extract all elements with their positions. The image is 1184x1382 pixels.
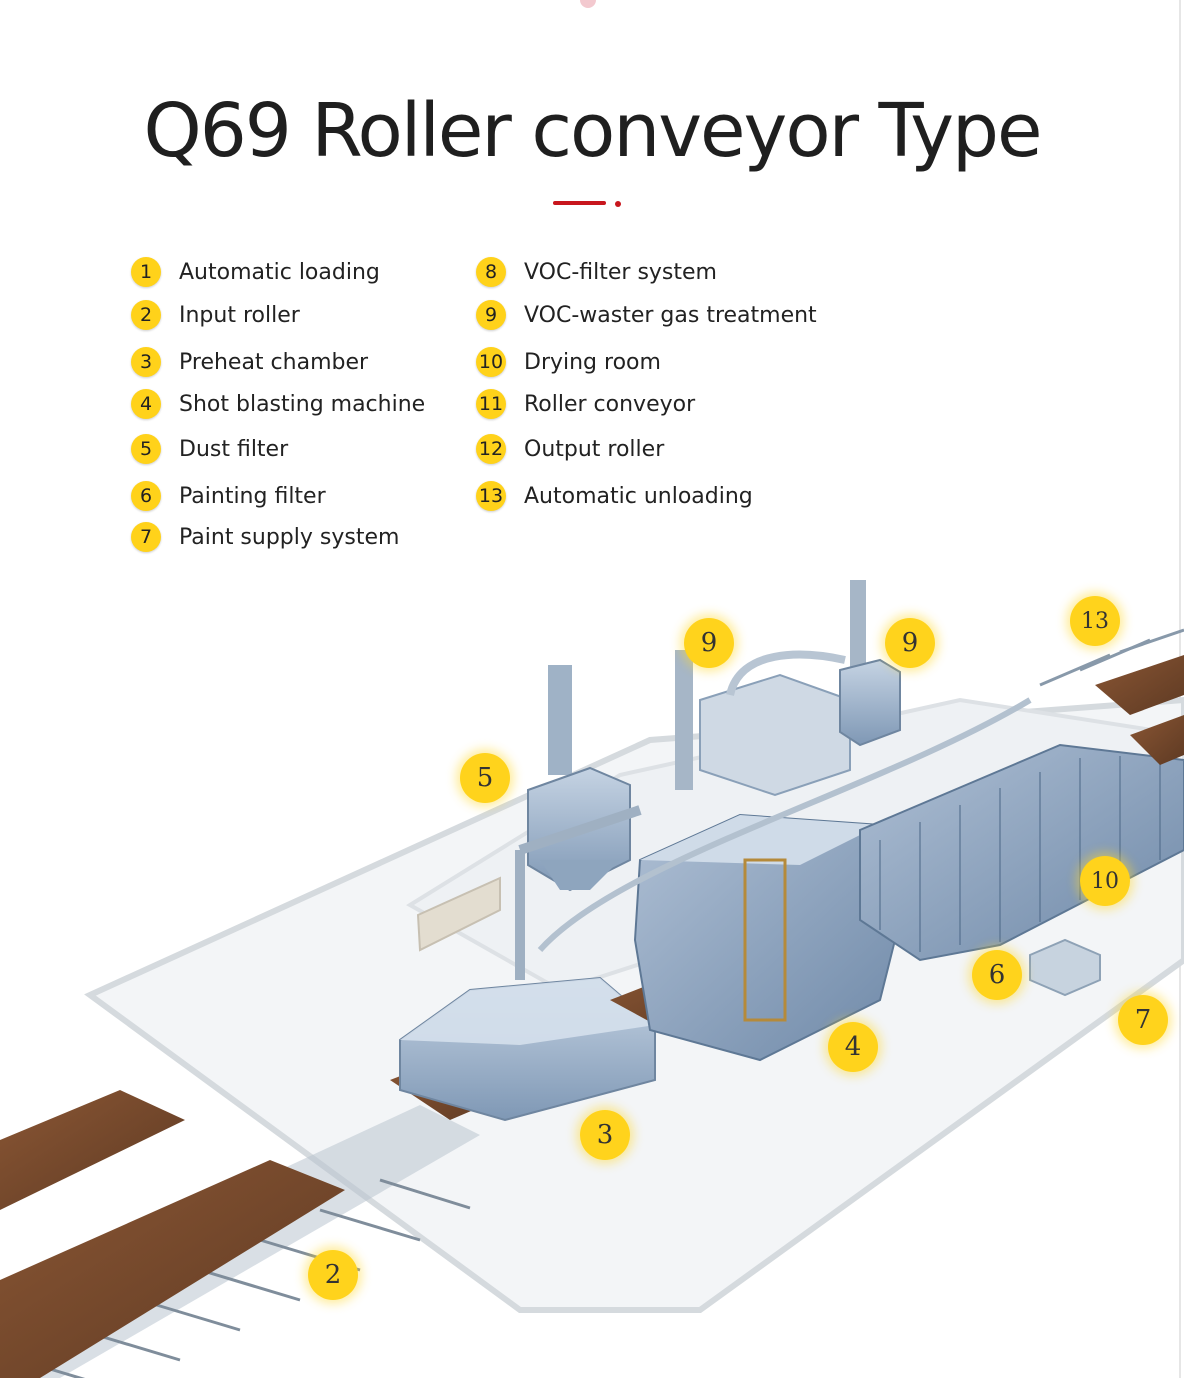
production-line-illustration: 9 9 13 5 10 6 7 4 3 2 xyxy=(0,560,1184,1382)
legend-number-badge: 2 xyxy=(131,300,161,330)
shot-blasting-machine xyxy=(633,813,902,1062)
wood-panel-2 xyxy=(0,1160,345,1378)
callout-marker: 13 xyxy=(1070,596,1120,646)
legend-item: 3 Preheat chamber xyxy=(131,347,368,377)
callout-marker: 7 xyxy=(1118,995,1168,1045)
legend-label: Output roller xyxy=(524,436,665,462)
wall-panel xyxy=(416,876,501,952)
page-title: Q69 Roller conveyor Type xyxy=(143,88,1042,174)
legend-label: VOC-filter system xyxy=(524,259,717,285)
legend-item: 9 VOC-waster gas treatment xyxy=(476,300,817,330)
legend-number-badge: 6 xyxy=(131,481,161,511)
legend-label: VOC-waster gas treatment xyxy=(524,302,817,328)
production-line-svg xyxy=(0,580,1184,1382)
output-wood-panel-1 xyxy=(1095,655,1184,715)
callout-marker: 9 xyxy=(885,618,935,668)
unloading-arms xyxy=(1039,628,1184,687)
legend-label: Roller conveyor xyxy=(524,391,696,417)
title-underline-dot xyxy=(615,201,621,207)
title-underline xyxy=(553,201,606,205)
drying-room-ribs xyxy=(879,756,1161,952)
legend-item: 7 Paint supply system xyxy=(131,522,399,552)
legend-number-badge: 11 xyxy=(476,389,506,419)
legend-label: Drying room xyxy=(524,349,661,375)
legend-label: Input roller xyxy=(179,302,300,328)
legend-item: 11 Roller conveyor xyxy=(476,389,695,419)
voc-stack-left xyxy=(675,650,693,790)
legend-item: 1 Automatic loading xyxy=(131,257,380,287)
wood-panel-1 xyxy=(0,1090,185,1210)
output-wood-panel-2 xyxy=(1130,715,1184,765)
legend-label: Shot blasting machine xyxy=(179,391,426,417)
legend-number-badge: 10 xyxy=(476,347,506,377)
duct-long xyxy=(537,697,1032,952)
dust-filter-hopper xyxy=(540,860,620,890)
legend-item: 6 Painting filter xyxy=(131,481,326,511)
top-decor-dot xyxy=(580,0,596,8)
legend-label: Automatic loading xyxy=(179,259,380,285)
legend-item: 2 Input roller xyxy=(131,300,300,330)
legend-number-badge: 4 xyxy=(131,389,161,419)
legend-item: 5 Dust filter xyxy=(131,434,288,464)
legend-number-badge: 13 xyxy=(476,481,506,511)
voc-pipe xyxy=(726,650,846,697)
blast-gantry xyxy=(743,858,787,1022)
callout-marker: 9 xyxy=(684,618,734,668)
legend-item: 12 Output roller xyxy=(476,434,664,464)
legend-number-badge: 7 xyxy=(131,522,161,552)
legend-label: Painting filter xyxy=(179,483,326,509)
legend-number-badge: 1 xyxy=(131,257,161,287)
callout-marker: 6 xyxy=(972,950,1022,1000)
voc-stack-right xyxy=(850,580,866,680)
legend-item: 13 Automatic unloading xyxy=(476,481,753,511)
dust-filter-stack xyxy=(548,665,572,775)
legend-item: 4 Shot blasting machine xyxy=(131,389,425,419)
legend-number-badge: 9 xyxy=(476,300,506,330)
callout-marker: 5 xyxy=(460,753,510,803)
voc-treatment-unit xyxy=(699,673,851,797)
legend-number-badge: 12 xyxy=(476,434,506,464)
legend-item: 8 VOC-filter system xyxy=(476,257,717,287)
legend-label: Preheat chamber xyxy=(179,349,369,375)
legend-label: Paint supply system xyxy=(179,524,400,550)
legend-item: 10 Drying room xyxy=(476,347,661,377)
callout-marker: 10 xyxy=(1080,856,1130,906)
paint-supply-system xyxy=(1029,938,1101,997)
callout-marker: 4 xyxy=(828,1022,878,1072)
callout-marker: 2 xyxy=(308,1250,358,1300)
legend-label: Automatic unloading xyxy=(524,483,753,509)
callout-marker: 3 xyxy=(580,1110,630,1160)
preheat-top xyxy=(400,978,655,1045)
voc-filter-unit xyxy=(839,658,901,747)
legend-number-badge: 5 xyxy=(131,434,161,464)
legend-number-badge: 8 xyxy=(476,257,506,287)
dust-duct-2 xyxy=(518,805,642,855)
legend-number-badge: 3 xyxy=(131,347,161,377)
legend-label: Dust filter xyxy=(179,436,289,462)
